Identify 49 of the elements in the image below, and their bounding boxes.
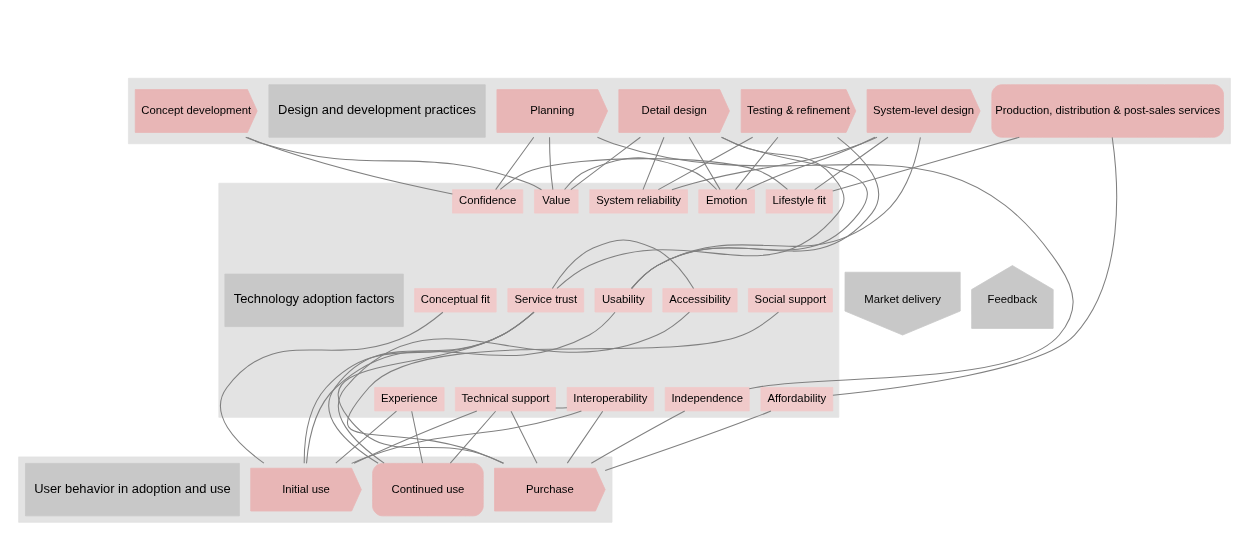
connector bbox=[746, 136, 876, 191]
node-box: Usability bbox=[594, 288, 652, 313]
connector bbox=[671, 136, 878, 191]
connector bbox=[335, 410, 397, 464]
node-box: Value bbox=[534, 189, 579, 214]
node-box: Continued use bbox=[372, 462, 484, 517]
node-box: Independence bbox=[664, 387, 750, 412]
connector bbox=[688, 136, 721, 191]
connector bbox=[564, 157, 718, 191]
connector bbox=[305, 311, 616, 464]
connector bbox=[549, 136, 554, 191]
connector bbox=[510, 410, 538, 464]
connector bbox=[499, 158, 788, 190]
node-box: Social support bbox=[748, 288, 833, 313]
connector bbox=[734, 136, 779, 191]
connector bbox=[657, 136, 754, 191]
connector bbox=[551, 239, 695, 290]
node-box: Accessibility bbox=[662, 288, 738, 313]
connector bbox=[219, 311, 444, 464]
connector bbox=[351, 410, 582, 464]
connector bbox=[590, 410, 686, 464]
connector bbox=[642, 136, 665, 191]
connector bbox=[832, 136, 1118, 396]
node-box: System reliability bbox=[589, 189, 688, 214]
connector bbox=[832, 136, 1020, 192]
node-box: Service trust bbox=[507, 288, 585, 313]
connector bbox=[566, 410, 604, 464]
node-box: Emotion bbox=[698, 189, 755, 214]
connector bbox=[570, 136, 641, 191]
connector bbox=[411, 410, 424, 464]
node-box: Experience bbox=[374, 387, 445, 412]
node-box: Lifestyle fit bbox=[765, 189, 833, 214]
connector bbox=[495, 136, 535, 191]
node-box: Affordability bbox=[760, 387, 834, 412]
connector bbox=[353, 410, 478, 464]
connector bbox=[604, 410, 772, 471]
connector bbox=[346, 311, 779, 464]
connector bbox=[246, 136, 453, 195]
connector bbox=[556, 136, 845, 289]
node-box: Conceptual fit bbox=[414, 288, 497, 313]
node-box: Production, distribution & post-sales services bbox=[991, 84, 1224, 138]
connector bbox=[449, 410, 497, 464]
connector bbox=[555, 407, 568, 409]
node-box: Interoperability bbox=[566, 387, 654, 412]
connector bbox=[337, 311, 690, 464]
connector bbox=[814, 136, 889, 191]
connector bbox=[245, 136, 542, 191]
node-box: Technical support bbox=[454, 387, 556, 412]
node-box: Confidence bbox=[452, 189, 524, 214]
